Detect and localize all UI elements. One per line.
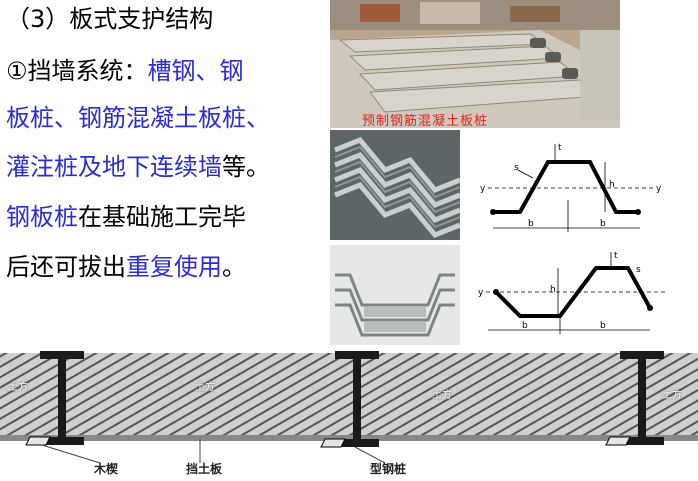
sheet-pile-section-diagram-top: t s h y y b b	[478, 140, 678, 244]
label-h: h	[609, 180, 615, 190]
text-segment: 。	[222, 253, 246, 281]
u-sheet-pile-photo	[330, 245, 460, 345]
label-t: t	[614, 251, 618, 261]
label-s: s	[636, 265, 641, 275]
text-line-6: 后还可拔出重复使用。	[6, 252, 246, 282]
label-h: h	[550, 285, 556, 295]
text-segment: 后还可拔出	[6, 253, 126, 281]
concrete-pile-photo	[330, 0, 620, 128]
label-s: s	[514, 163, 519, 173]
label-y: y	[478, 288, 484, 298]
text-line-4: 灌注桩及地下连续墙等。	[6, 152, 270, 182]
steel-sheet-pile-photo	[330, 130, 460, 240]
slide-title: （3）板式支护结构	[6, 4, 213, 34]
soil-label: 土方	[662, 390, 682, 401]
sheet-pile-section-diagram-bottom: t s h y b b	[478, 250, 678, 349]
label-b2: b	[600, 321, 606, 331]
soil-label: 土方	[195, 382, 215, 393]
label-t: t	[558, 143, 562, 153]
highlight-text: 钢板桩	[6, 203, 78, 231]
photo-caption: 预制钢筋混凝土板桩	[362, 114, 489, 129]
highlight-text: 重复使用	[126, 253, 222, 281]
text-line-2: ①挡墙系统：槽钢、钢	[6, 56, 244, 86]
title-text: （3）板式支护结构	[6, 5, 214, 33]
callout-steel-pile: 型钢桩	[370, 462, 407, 476]
label-y-right: y	[656, 184, 662, 194]
highlight-text: 槽钢、钢	[147, 57, 244, 85]
label-b2: b	[600, 219, 606, 229]
callout-lagging-board: 挡土板	[186, 462, 223, 476]
text-segment: ①挡墙系统：	[6, 57, 148, 85]
retaining-wall-section	[0, 345, 698, 481]
highlight-text: 板桩、钢筋混凝土板桩、	[6, 104, 270, 132]
label-y-left: y	[480, 184, 486, 194]
label-b1: b	[522, 321, 528, 331]
text-line-3: 板桩、钢筋混凝土板桩、	[6, 103, 270, 133]
highlight-text: 灌注桩及地下连续墙	[6, 153, 222, 181]
text-segment: 等。	[222, 153, 270, 181]
soil-label: 土方	[8, 382, 28, 393]
text-line-5: 钢板桩在基础施工完毕	[6, 202, 246, 232]
callout-wedge: 木楔	[94, 462, 119, 476]
label-b1: b	[528, 219, 534, 229]
text-segment: 在基础施工完毕	[78, 203, 246, 231]
soil-label: 土方	[432, 390, 452, 401]
